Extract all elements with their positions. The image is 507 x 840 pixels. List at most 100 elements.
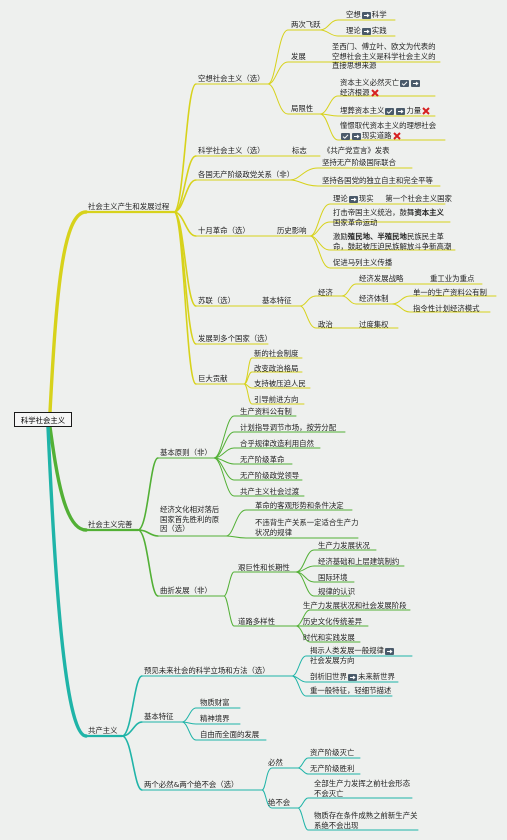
node-b1e1b1[interactable]: 过度集权 xyxy=(359,320,389,329)
node-b1e1a1a[interactable]: 重工业为重点 xyxy=(430,274,475,283)
node-b2a[interactable]: 基本原则（非） xyxy=(160,448,212,457)
node-b2c[interactable]: 曲折发展（非） xyxy=(160,586,212,595)
node-b1g[interactable]: 巨大贡献 xyxy=(198,374,228,383)
node-b1d1[interactable]: 历史影响 xyxy=(277,226,307,235)
node-b3b1[interactable]: 物质财富 xyxy=(200,698,230,707)
node-b3b[interactable]: 基本特征 xyxy=(144,712,174,721)
node-b2b[interactable]: 经济文化相对落后国家首先胜利的原因（选） xyxy=(160,505,220,533)
node-b3c2a[interactable]: 全部生产力发挥之前社会形态不会灭亡 xyxy=(314,779,411,798)
node-b1d1a[interactable]: 理论现实 第一个社会主义国家 xyxy=(333,194,452,204)
node-b1a1b[interactable]: 理论实践 xyxy=(346,26,387,36)
node-b1d1b[interactable]: 打击帝国主义统治，鼓舞资本主义国家革命运动 xyxy=(333,208,449,227)
node-b2c1[interactable]: 艰巨性和长期性 xyxy=(238,563,290,572)
node-b3a2-left: 剖析旧世界 xyxy=(310,672,347,681)
node-b2a2[interactable]: 计划指导调节市场，按劳分配 xyxy=(240,423,337,432)
node-b1d1c[interactable]: 激励殖民地、半殖民地民族民主革命，鼓起被压迫民族解放斗争新高潮 xyxy=(333,232,457,251)
node-b1g4[interactable]: 引导前进方向 xyxy=(254,395,299,404)
node-b1c2[interactable]: 坚持各国党的独立自主和完全平等 xyxy=(322,176,433,185)
node-b1d1a-left: 理论 xyxy=(333,194,348,203)
node-b2[interactable]: 社会主义完善 xyxy=(88,520,133,529)
node-b1a3b-text2: 力量 xyxy=(406,106,422,115)
node-b1d1b-c: 国家革命运动 xyxy=(333,217,378,227)
node-b3a1-left: 揭示人类发展一般规律 xyxy=(310,646,384,655)
node-b1e1a2b[interactable]: 指令性计划经济模式 xyxy=(413,304,480,313)
node-b2c2c[interactable]: 时代和实践发展 xyxy=(303,633,355,642)
node-b1g3[interactable]: 支持被压迫人民 xyxy=(254,379,306,388)
cross-icon xyxy=(370,89,379,97)
node-b2a6[interactable]: 共产主义社会过渡 xyxy=(240,487,300,496)
node-b1g1[interactable]: 新的社会制度 xyxy=(254,349,299,358)
node-b1a3[interactable]: 局限性 xyxy=(291,104,314,113)
node-b1b1a[interactable]: 《共产党宣言》发表 xyxy=(323,146,390,155)
node-b3a3[interactable]: 重一般特征，轻细节描述 xyxy=(310,686,392,695)
node-b1d1c-a: 激励 xyxy=(333,232,348,241)
node-b2c1c[interactable]: 国际环境 xyxy=(318,573,348,582)
node-b1e1b[interactable]: 政治 xyxy=(318,320,333,329)
node-b1c1[interactable]: 坚持无产阶级国际联合 xyxy=(322,158,396,167)
node-b1a3a-text: 资本主义必然灭亡 xyxy=(340,78,400,87)
node-b1[interactable]: 社会主义产生和发展过程 xyxy=(88,202,170,211)
node-b1a3a-text2: 经济根源 xyxy=(340,88,370,97)
node-b1d1c-b: 殖民地、半殖民地 xyxy=(347,232,407,241)
check-icon xyxy=(385,107,395,115)
node-b2b2[interactable]: 不违背生产关系一定适合生产力状况的规律 xyxy=(255,518,359,537)
node-b1g2[interactable]: 改变政治格局 xyxy=(254,364,299,373)
node-b1d1d[interactable]: 促进马列主义传播 xyxy=(333,258,393,267)
node-b1b[interactable]: 科学社会主义（选） xyxy=(198,146,265,155)
node-b3[interactable]: 共产主义 xyxy=(88,726,118,735)
node-b2c2[interactable]: 道路多样性 xyxy=(238,617,275,626)
node-b3c1a[interactable]: 资产阶级灭亡 xyxy=(310,748,355,757)
node-b2a3[interactable]: 合乎规律改造利用自然 xyxy=(240,439,314,448)
node-b2a1[interactable]: 生产资料公有制 xyxy=(240,407,292,416)
arrow-right-icon xyxy=(348,195,358,203)
node-b3c1b[interactable]: 无产阶级胜利 xyxy=(310,764,355,773)
node-b1a[interactable]: 空想社会主义（选） xyxy=(198,74,265,83)
node-b3c2[interactable]: 绝不会 xyxy=(268,798,291,807)
node-b1d1b-b: 资本主义 xyxy=(414,208,444,217)
node-b1a2[interactable]: 发展 xyxy=(291,52,306,61)
node-b1e1a2a[interactable]: 单一的生产资料公有制 xyxy=(413,288,487,297)
node-b1a1a-left: 空想 xyxy=(346,10,361,19)
node-b1d[interactable]: 十月革命（选） xyxy=(198,226,250,235)
root-node[interactable]: 科学社会主义 xyxy=(14,412,72,427)
node-b1d1c-c: 民族民主革命，鼓起被压迫民族解放斗争新高潮 xyxy=(333,232,452,251)
node-b2a4[interactable]: 无产阶级革命 xyxy=(240,455,285,464)
node-b2b1[interactable]: 革命的客观形势和条件决定 xyxy=(255,501,344,510)
node-b3a2[interactable]: 剖析旧世界未来新世界 xyxy=(310,672,395,682)
node-b1a3b-text: 埋葬资本主义 xyxy=(340,106,385,115)
arrow-right-icon xyxy=(352,132,361,140)
node-b3b2[interactable]: 精神境界 xyxy=(200,714,230,723)
node-b1a1a[interactable]: 空想科学 xyxy=(346,10,387,20)
node-b1e1[interactable]: 基本特征 xyxy=(262,296,292,305)
node-b1a3c[interactable]: 憧憬取代资本主义的理想社会 现实道路 xyxy=(340,121,436,141)
node-b3c[interactable]: 两个必然&两个绝不会（选） xyxy=(144,780,239,789)
node-b1e1a1[interactable]: 经济发展战略 xyxy=(359,274,404,283)
arrow-right-icon xyxy=(347,673,357,681)
node-b3a1[interactable]: 揭示人类发展一般规律 社会发展方向 xyxy=(310,646,395,666)
node-b1a3b[interactable]: 埋葬资本主义 力量 xyxy=(340,106,430,116)
node-b1b1[interactable]: 标志 xyxy=(292,146,307,155)
node-b2c2a[interactable]: 生产力发展状况和社会发展阶段 xyxy=(303,601,407,610)
node-b2c1a[interactable]: 生产力发展状况 xyxy=(318,541,370,550)
cross-icon xyxy=(392,132,401,140)
node-b1a1[interactable]: 两次飞跃 xyxy=(291,20,321,29)
node-b2c1d[interactable]: 规律的认识 xyxy=(318,587,355,596)
node-b1c[interactable]: 各国无产阶级政党关系（非） xyxy=(198,170,295,179)
node-b2c2b[interactable]: 历史文化传统差异 xyxy=(303,617,363,626)
node-b1d1b-a: 打击帝国主义统治，鼓舞 xyxy=(333,208,415,217)
node-b1e1a2[interactable]: 经济体制 xyxy=(359,294,389,303)
node-b3c2b[interactable]: 物质存在条件成熟之前新生产关系绝不会出现 xyxy=(314,811,418,830)
node-b3a[interactable]: 预见未来社会的科学立场和方法（选） xyxy=(144,666,270,675)
node-b3b3[interactable]: 自由而全面的发展 xyxy=(200,730,260,739)
cross-icon xyxy=(422,107,430,115)
node-b1f[interactable]: 发展到多个国家（选） xyxy=(198,334,272,343)
node-b1a2a[interactable]: 圣西门、傅立叶、欧文为代表的空想社会主义是科学社会主义的直接思想来源 xyxy=(332,42,436,70)
node-b2c1b[interactable]: 经济基础和上层建筑制约 xyxy=(318,557,400,566)
node-b3c1[interactable]: 必然 xyxy=(268,758,283,767)
node-b1a1b-right: 实践 xyxy=(371,26,387,35)
node-b1e[interactable]: 苏联（选） xyxy=(198,296,235,305)
check-icon xyxy=(400,79,410,87)
node-b1e1a[interactable]: 经济 xyxy=(318,288,333,297)
node-b2a5[interactable]: 无产阶级政党领导 xyxy=(240,471,300,480)
node-b1a3a[interactable]: 资本主义必然灭亡 经济根源 xyxy=(340,78,421,98)
